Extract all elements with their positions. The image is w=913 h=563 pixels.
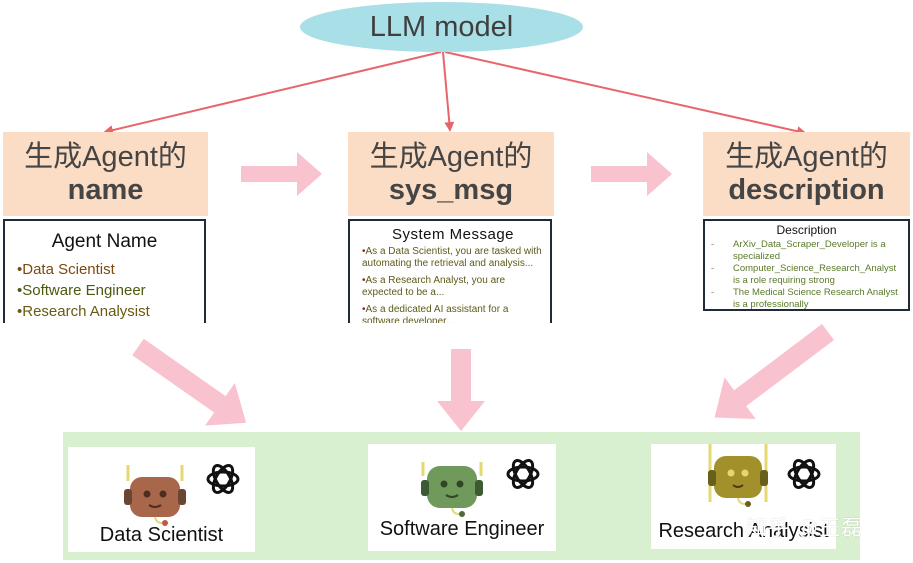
description-item: Computer_Science_Research_Analyst is a r… (711, 263, 902, 287)
robot-headset-icon (124, 465, 186, 526)
agent-name-item: •Software Engineer (17, 282, 146, 299)
connector-arrow-to-sys-msg (442, 51, 455, 132)
description-card: Description ArXiv_Data_Scraper_Developer… (703, 219, 910, 311)
step-name-target: name (67, 174, 144, 206)
step-generate-description: 生成Agent的 description (703, 132, 910, 216)
agent-software-engineer: Software Engineer (368, 444, 556, 551)
agent-name-card-title: Agent Name (51, 231, 158, 252)
description-item: ArXiv_Data_Scraper_Developer is a specia… (711, 239, 902, 263)
description-item: The Medical Science Research Analyst is … (711, 287, 902, 309)
agent-label-software-engineer: Software Engineer (379, 518, 545, 540)
openai-logo-icon (506, 459, 540, 489)
agent-name-item: •Research Analysist (17, 303, 150, 320)
step-sys-msg-prefix: 生成Agent的 (369, 140, 533, 173)
big-arrow-name-to-sys-msg (241, 152, 322, 196)
step-generate-name: 生成Agent的 name (3, 132, 208, 216)
llm-model-node: LLM model (300, 2, 583, 52)
agent-research-analysist: Research Analysist (651, 444, 836, 549)
system-message-item: As a dedicated AI assistant for a softwa… (362, 304, 544, 323)
agent-label-research-analysist: Research Analysist (658, 520, 829, 542)
robot-headset-icon (708, 444, 768, 507)
openai-logo-icon (787, 459, 821, 489)
step-sys-msg-target: sys_msg (388, 174, 514, 206)
step-description-target: description (728, 174, 885, 206)
connector-arrow-to-description (444, 51, 807, 137)
step-description-prefix: 生成Agent的 (725, 140, 888, 173)
system-message-item: As a Research Analyst, you are expected … (362, 275, 544, 299)
step-generate-sys-msg: 生成Agent的 sys_msg (348, 132, 554, 216)
agent-data-scientist: Data Scientist (68, 447, 255, 552)
watermark: 知乎 @王磊 (746, 517, 864, 540)
llm-model-label: LLM model (369, 10, 514, 43)
step-name-prefix: 生成Agent的 (24, 140, 187, 173)
system-message-item: As a Data Scientist, you are tasked with… (362, 246, 544, 270)
agent-name-item: •Data Scientist (17, 261, 115, 278)
agent-label-data-scientist: Data Scientist (99, 524, 224, 546)
openai-logo-icon (206, 464, 240, 494)
big-arrow-down-right-panel (714, 324, 835, 419)
big-arrow-sys-msg-to-description (591, 152, 672, 196)
big-arrow-down-center (437, 349, 485, 431)
agent-name-card: Agent Name •Data Scientist •Software Eng… (3, 219, 206, 323)
robot-headset-icon (421, 462, 483, 517)
system-message-card-title: System Message (391, 226, 515, 243)
connector-arrow-to-name (103, 51, 442, 136)
description-card-title: Description (776, 223, 837, 237)
big-arrow-down-left-panel (132, 338, 247, 426)
system-message-card: System Message As a Data Scientist, you … (348, 219, 552, 323)
